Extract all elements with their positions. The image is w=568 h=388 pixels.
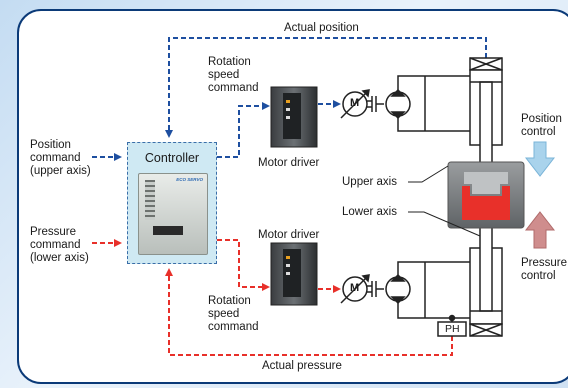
motor-label-top: M bbox=[350, 97, 360, 109]
pressure-control-arrow bbox=[524, 211, 556, 249]
motor-icon bbox=[340, 89, 370, 119]
motor-driver-icon bbox=[270, 86, 318, 148]
rotation-speed-line-bottom bbox=[217, 239, 270, 291]
position-command-label: Position command (upper axis) bbox=[30, 139, 91, 177]
press-die-icon bbox=[447, 161, 525, 229]
pump-icon bbox=[385, 273, 411, 305]
pressure-feedback-line bbox=[165, 268, 453, 356]
coupling-icon bbox=[367, 96, 384, 112]
motor-driver-icon bbox=[270, 242, 318, 306]
device-brand: ECO SERVO bbox=[176, 177, 203, 182]
axis-pointer-lines bbox=[408, 165, 481, 237]
actual-position-label: Actual position bbox=[284, 22, 359, 34]
position-control-arrow bbox=[524, 141, 556, 177]
motor-driver-label-bottom: Motor driver bbox=[258, 229, 320, 241]
ph-label: PH bbox=[445, 323, 460, 335]
valve-icon bbox=[437, 314, 467, 337]
hydraulic-lines-top bbox=[397, 75, 470, 132]
hydraulic-cylinder-icon bbox=[469, 57, 503, 169]
rotation-speed-command-label-top: Rotation speed command bbox=[208, 56, 259, 94]
coupling-icon bbox=[367, 281, 384, 297]
terminal-strip bbox=[145, 180, 155, 220]
motor-label-bottom: M bbox=[350, 282, 360, 294]
pump-icon bbox=[385, 88, 411, 120]
pressure-control-label: Pressure control bbox=[521, 257, 568, 282]
position-control-label: Position control bbox=[521, 113, 562, 138]
lower-axis-label: Lower axis bbox=[342, 206, 397, 218]
actual-pressure-label: Actual pressure bbox=[262, 360, 342, 372]
controller-label: Controller bbox=[144, 151, 200, 165]
rotation-speed-command-label-bottom: Rotation speed command bbox=[208, 295, 259, 333]
hydraulic-cylinder-icon bbox=[469, 224, 503, 337]
rotation-speed-line-top bbox=[217, 102, 270, 158]
controller-device-icon: ECO SERVO bbox=[138, 173, 208, 255]
controller-box: Controller ECO SERVO bbox=[127, 142, 217, 264]
motor-driver-label-top: Motor driver bbox=[258, 157, 320, 169]
motor-icon bbox=[340, 274, 370, 304]
pressure-command-label: Pressure command (lower axis) bbox=[30, 226, 89, 264]
upper-axis-label: Upper axis bbox=[342, 176, 397, 188]
position-feedback-line bbox=[165, 37, 487, 138]
device-display bbox=[153, 226, 183, 235]
hydraulic-lines-bottom bbox=[397, 261, 470, 319]
